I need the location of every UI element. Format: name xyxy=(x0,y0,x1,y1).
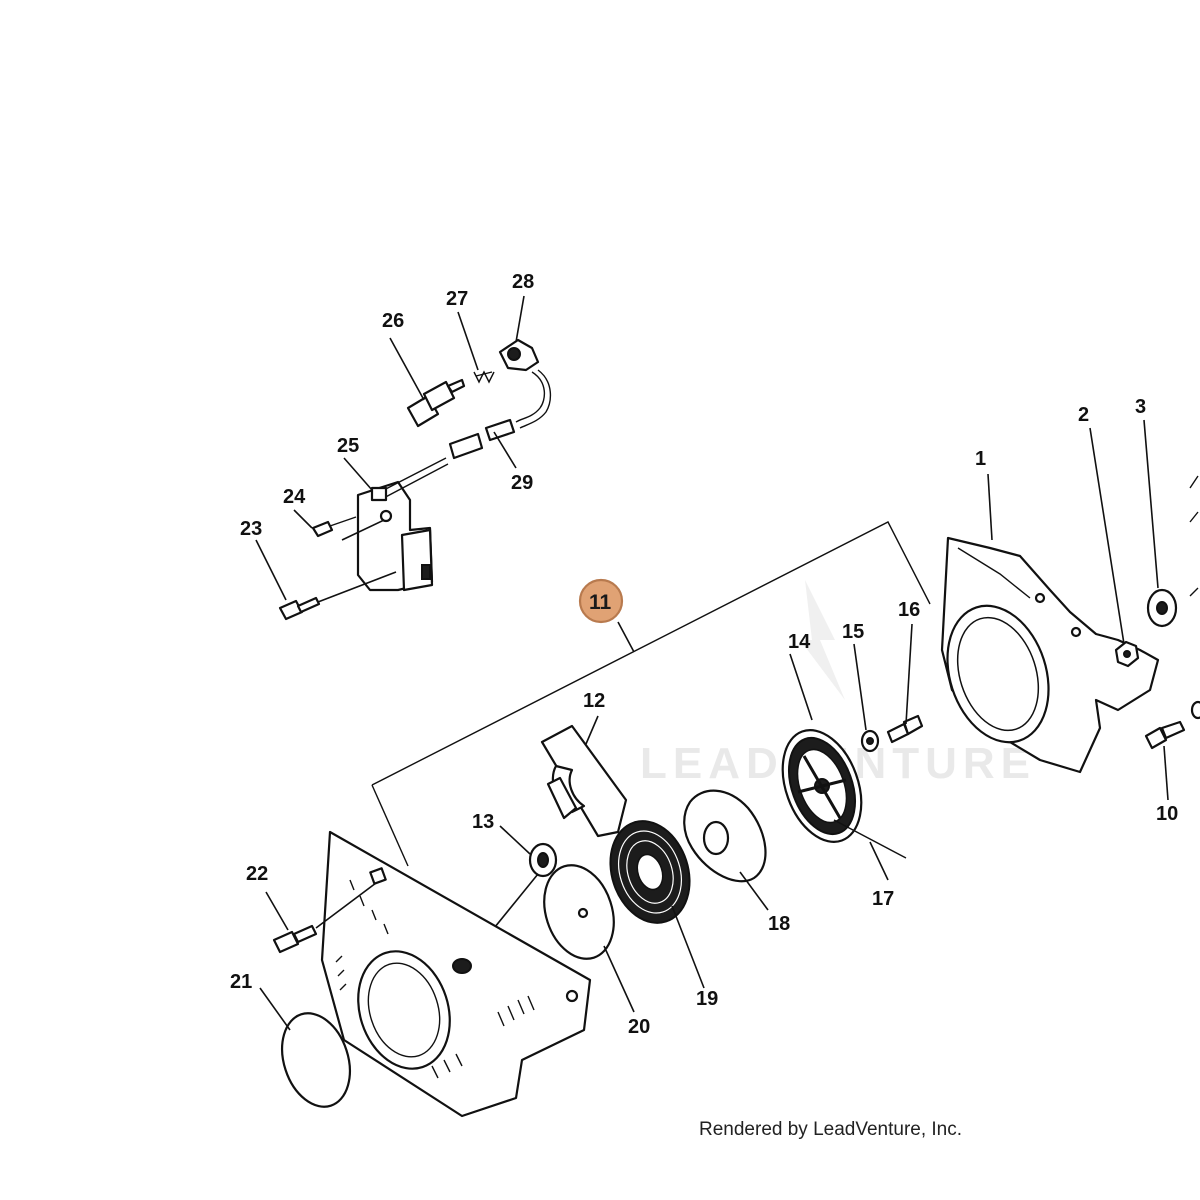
callout-28[interactable]: 28 xyxy=(512,271,534,293)
recoil-spring-part[interactable] xyxy=(598,811,702,933)
spark-plug-part[interactable] xyxy=(406,378,466,428)
bolt-22-part[interactable] xyxy=(272,867,387,954)
callout-12[interactable]: 12 xyxy=(583,690,605,712)
assembly-11-outline xyxy=(371,521,931,867)
callout-25[interactable]: 25 xyxy=(337,435,359,457)
callout-labels: 1 2 3 10 11 12 13 14 15 16 17 18 19 20 2… xyxy=(230,271,1178,1038)
highlight-badge[interactable] xyxy=(578,578,624,624)
callout-22[interactable]: 22 xyxy=(246,863,268,885)
callout-14[interactable]: 14 xyxy=(788,631,811,653)
callout-18[interactable]: 18 xyxy=(768,913,790,935)
plug-cap-part[interactable] xyxy=(498,338,540,372)
callout-3[interactable]: 3 xyxy=(1135,396,1146,418)
footer-credit: Rendered by LeadVenture, Inc. xyxy=(699,1119,963,1140)
callout-26[interactable]: 26 xyxy=(382,310,404,332)
plate-20-part[interactable] xyxy=(533,856,625,968)
gasket-21-part[interactable] xyxy=(271,1004,362,1115)
callout-20[interactable]: 20 xyxy=(628,1016,650,1038)
callout-13[interactable]: 13 xyxy=(472,811,494,833)
callout-29[interactable]: 29 xyxy=(511,472,533,494)
callout-17[interactable]: 17 xyxy=(872,888,894,910)
callout-15[interactable]: 15 xyxy=(842,621,864,643)
nut-2-part[interactable] xyxy=(1114,640,1140,668)
callout-11-highlight[interactable]: 11 xyxy=(578,578,624,624)
starter-handle-part[interactable] xyxy=(540,724,628,838)
pulley-part[interactable] xyxy=(768,719,875,853)
callout-19[interactable]: 19 xyxy=(696,988,718,1010)
leader-lines xyxy=(255,295,1169,1031)
screw-16-part[interactable] xyxy=(886,714,924,744)
callout-27[interactable]: 27 xyxy=(446,288,468,310)
callout-2[interactable]: 2 xyxy=(1078,404,1089,426)
bolt-23-part[interactable] xyxy=(278,571,397,621)
bolt-10-part[interactable] xyxy=(1144,700,1200,750)
callout-1[interactable]: 1 xyxy=(975,448,986,470)
fan-housing-part[interactable] xyxy=(931,536,1160,774)
callout-10[interactable]: 10 xyxy=(1156,803,1178,825)
washer-3-part[interactable] xyxy=(1146,588,1178,628)
starter-housing-part[interactable] xyxy=(320,830,592,1118)
watermark-logo-icon xyxy=(800,580,845,700)
washer-15-part[interactable] xyxy=(860,729,880,753)
callout-23[interactable]: 23 xyxy=(240,518,262,540)
callout-16[interactable]: 16 xyxy=(898,599,920,621)
callout-21[interactable]: 21 xyxy=(230,971,252,993)
partial-part-edge xyxy=(1189,475,1199,597)
spring-part[interactable] xyxy=(473,370,495,384)
callout-11[interactable]: 11 xyxy=(589,591,612,614)
ignition-lead-part[interactable] xyxy=(448,369,552,460)
screw-24-part[interactable] xyxy=(311,516,385,541)
callout-24[interactable]: 24 xyxy=(283,486,306,508)
ignition-module-part[interactable] xyxy=(356,457,449,592)
starter-rope-part[interactable] xyxy=(833,819,907,881)
plate-18-part[interactable] xyxy=(683,789,767,883)
